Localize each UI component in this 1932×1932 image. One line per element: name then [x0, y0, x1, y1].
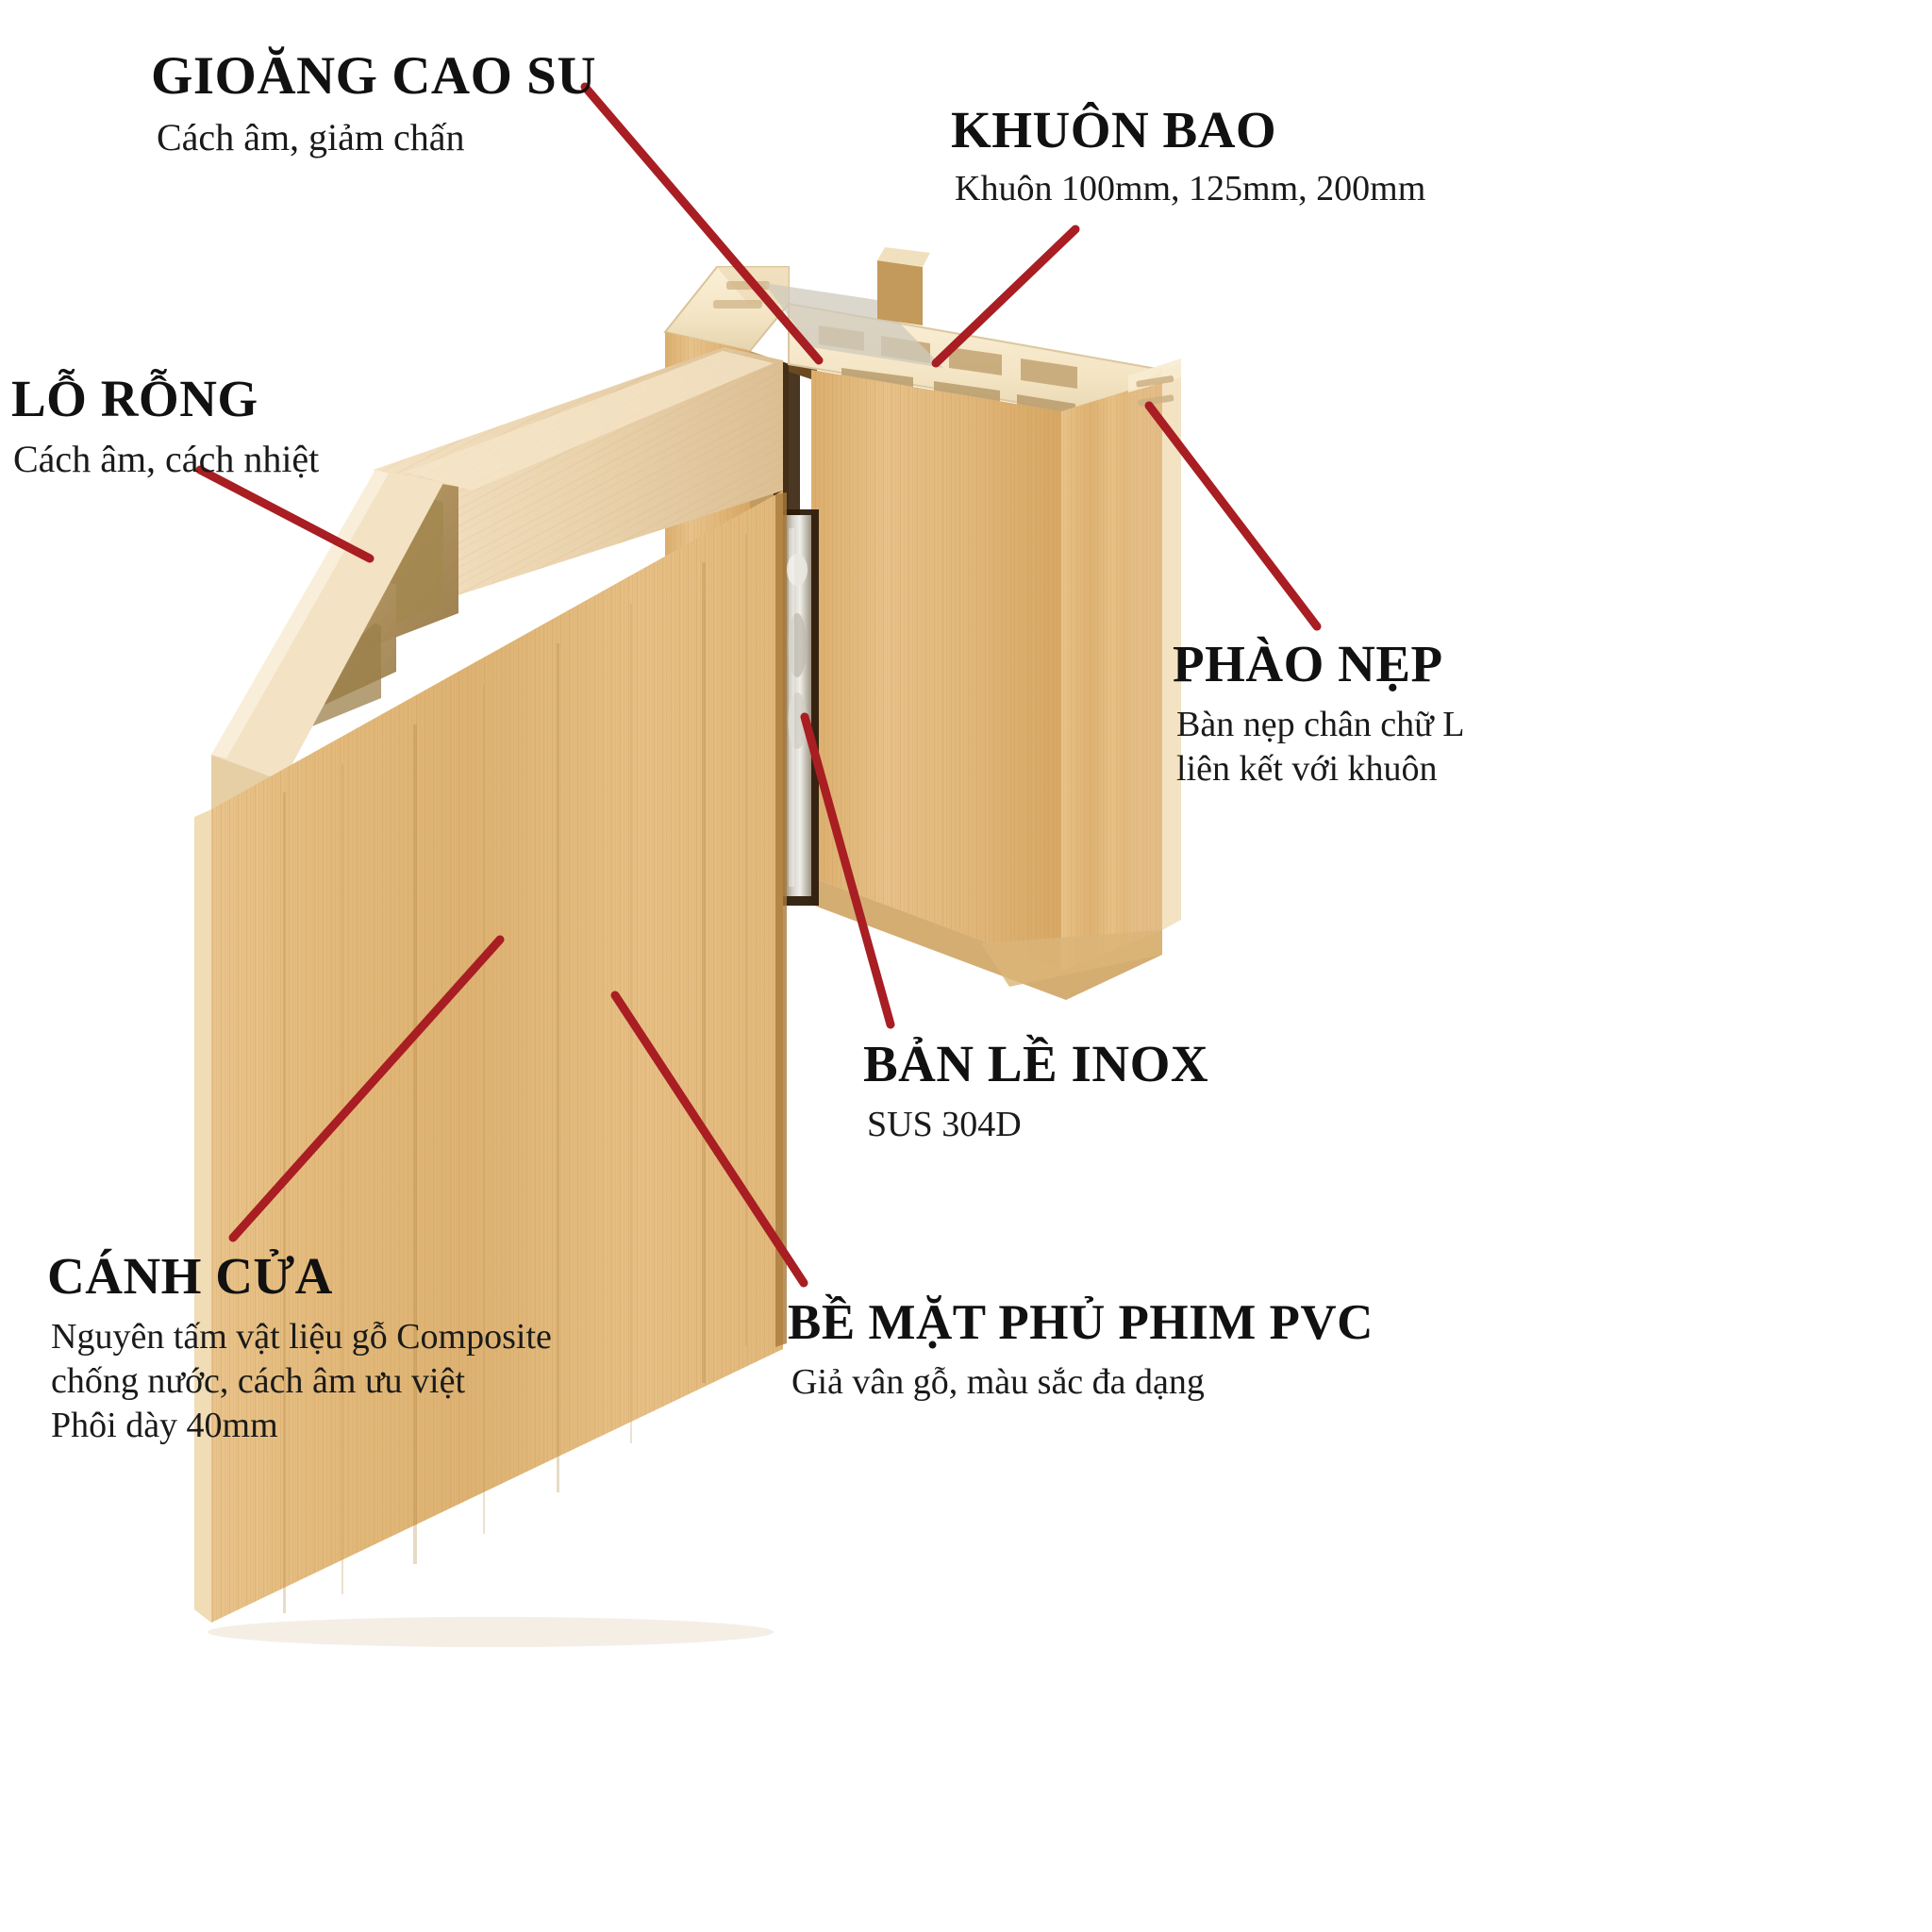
callout-sub-line: SUS 304D	[867, 1105, 1022, 1145]
callout-ban-le-inox: BẢN LỀ INOX SUS 304D	[863, 1035, 1209, 1146]
callout-title: CÁNH CỬA	[47, 1247, 333, 1305]
callout-sub-line: Phôi dày 40mm	[51, 1405, 278, 1445]
callout-title: BỀ MẶT PHỦ PHIM PVC	[788, 1295, 1374, 1350]
callout-subtitle: Nguyên tấm vật liệu gỗ Composite chống n…	[51, 1316, 552, 1446]
callout-gioang-cao-su: GIOĂNG CAO SU Cách âm, giảm chấn	[151, 46, 597, 159]
callout-sub-line: Cách âm, giảm chấn	[157, 116, 465, 159]
callout-title: GIOĂNG CAO SU	[151, 46, 597, 106]
callout-sub-line: liên kết với khuôn	[1176, 748, 1438, 789]
callout-title: BẢN LỀ INOX	[863, 1035, 1209, 1092]
callout-subtitle: SUS 304D	[867, 1104, 1208, 1146]
callout-sub-line: chống nước, cách âm ưu việt	[51, 1360, 466, 1401]
callout-sub-line: Nguyên tấm vật liệu gỗ Composite	[51, 1317, 552, 1357]
callout-subtitle: Cách âm, giảm chấn	[157, 115, 596, 159]
callout-sub-line: Giả vân gỗ, màu sắc đa dạng	[791, 1362, 1205, 1403]
callout-subtitle: Giả vân gỗ, màu sắc đa dạng	[791, 1361, 1374, 1404]
callout-sub-line: Bàn nẹp chân chữ L	[1176, 705, 1465, 745]
callout-subtitle: Bàn nẹp chân chữ L liên kết với khuôn	[1176, 704, 1464, 791]
callout-sub-line: Khuôn 100mm, 125mm, 200mm	[955, 169, 1426, 209]
callout-lo-rong: LỖ RỖNG Cách âm, cách nhiệt	[11, 370, 319, 481]
hinge-knuckle	[787, 554, 808, 586]
callout-be-mat-phu-phim-pvc: BỀ MẶT PHỦ PHIM PVC Giả vân gỗ, màu sắc …	[788, 1297, 1374, 1404]
leaf-bevel-skin	[211, 470, 443, 781]
callout-sub-line: Cách âm, cách nhiệt	[13, 438, 320, 481]
frame-post	[877, 260, 923, 325]
callout-title: LỖ RỖNG	[11, 370, 258, 427]
callout-khuon-bao: KHUÔN BAO Khuôn 100mm, 125mm, 200mm	[951, 101, 1425, 210]
callout-subtitle: Cách âm, cách nhiệt	[13, 437, 319, 481]
callout-title: KHUÔN BAO	[951, 101, 1277, 158]
callout-subtitle: Khuôn 100mm, 125mm, 200mm	[955, 168, 1425, 210]
callout-canh-cua: CÁNH CỬA Nguyên tấm vật liệu gỗ Composit…	[47, 1247, 552, 1447]
callout-title: PHÀO NẸP	[1173, 635, 1443, 692]
leaf-left-edge	[194, 809, 211, 1623]
callout-phao-nep: PHÀO NẸP Bàn nẹp chân chữ L liên kết với…	[1173, 635, 1464, 791]
